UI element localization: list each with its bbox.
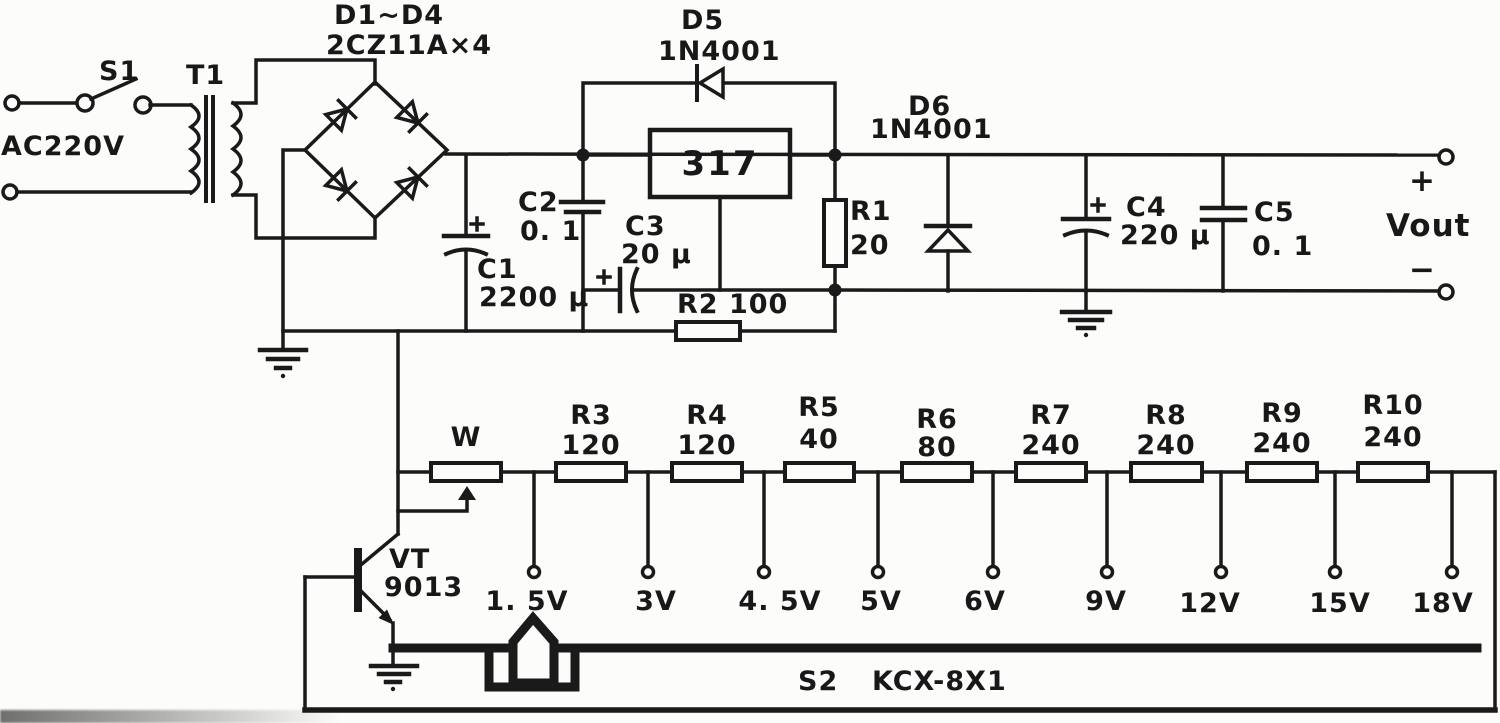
capacitor-c5-symbol — [1199, 153, 1248, 293]
r6-value-label: 80 — [917, 432, 957, 463]
ground-symbol-output — [1059, 289, 1113, 338]
voltage-tap-terminals — [526, 470, 1460, 580]
capacitor-c4-symbol — [1060, 153, 1112, 293]
switch-s2-name-label: S2 — [798, 666, 839, 697]
tap-label-18v: 18V — [1412, 588, 1474, 619]
r1-value-label: 20 — [850, 230, 890, 261]
d6-name-label: D6 — [908, 91, 952, 122]
r4-value-label: 120 — [677, 430, 737, 461]
vt-type-label: 9013 — [384, 572, 464, 603]
d5-type-label: 1N4001 — [658, 36, 781, 67]
diode-d5-symbol — [581, 64, 837, 157]
scan-artifact — [0, 710, 340, 723]
ground-symbol-emitter — [368, 650, 420, 692]
junction-dots — [576, 148, 842, 297]
ground-symbol-bridge — [257, 347, 309, 379]
r10-value-label: 240 — [1363, 422, 1423, 453]
c2-name-label: C2 — [518, 187, 559, 218]
capacitor-c1-symbol — [441, 153, 491, 333]
resistor-r2-symbol — [674, 320, 742, 342]
r5-name-label: R5 — [798, 392, 840, 423]
c4-name-label: C4 — [1126, 192, 1167, 223]
capacitor-c3-symbol — [581, 266, 837, 314]
regulator-317-symbol — [581, 127, 837, 292]
r5-value-label: 40 — [799, 424, 839, 455]
r1-name-label: R1 — [850, 196, 892, 227]
tap-label-3v: 3V — [635, 586, 677, 617]
regulator-317-label: 317 — [681, 143, 759, 184]
diode-d6-symbol — [923, 153, 973, 293]
potentiometer-wiper-symbol — [396, 486, 476, 513]
switch-s2-symbol — [388, 611, 1482, 692]
c4-value-label: 220 μ — [1120, 220, 1211, 251]
tap-label-1v5: 1. 5V — [485, 586, 569, 617]
r7-value-label: 240 — [1021, 430, 1081, 461]
r8-name-label: R8 — [1145, 400, 1187, 431]
transistor-vt-symbol — [303, 531, 401, 650]
ac-input-terminals — [1, 94, 193, 201]
c3-value-label: 20 μ — [621, 239, 692, 270]
r8-value-label: 240 — [1136, 430, 1196, 461]
resistor-r1-symbol — [822, 153, 848, 293]
divider-chain-wires — [396, 329, 1497, 712]
r3-value-label: 120 — [561, 430, 621, 461]
feedback-frame — [302, 575, 1498, 713]
bridge-name-label: D1~D4 — [334, 0, 445, 31]
potentiometer-label: W — [450, 422, 482, 453]
c1-name-label: C1 — [477, 254, 518, 285]
r4-name-label: R4 — [686, 400, 728, 431]
tap-label-12v: 12V — [1179, 588, 1241, 619]
tap-label-4v5: 4. 5V — [738, 586, 822, 617]
c3-name-label: C3 — [625, 211, 666, 242]
r9-name-label: R9 — [1261, 398, 1303, 429]
tap-label-5v: 5V — [860, 586, 902, 617]
r2-label: R2 100 — [677, 289, 789, 320]
r7-name-label: R7 — [1030, 400, 1072, 431]
d6-type-label: 1N4001 — [870, 114, 993, 145]
transformer-label: T1 — [186, 60, 226, 91]
output-vout-label: Vout — [1386, 208, 1471, 244]
r9-value-label: 240 — [1252, 428, 1312, 459]
capacitor-c2-symbol — [558, 153, 606, 333]
tap-label-9v: 9V — [1085, 586, 1127, 617]
switch-s1-symbol — [75, 76, 193, 115]
transformer-t1-symbol — [187, 58, 377, 240]
bridge-type-label: 2CZ11A×4 — [326, 30, 493, 61]
switch-s2-type-label: KCX-8X1 — [872, 666, 1007, 697]
c1-value-label: 2200 μ — [479, 282, 590, 313]
r6-name-label: R6 — [916, 404, 958, 435]
ac-input-label: AC220V — [1, 131, 125, 162]
tap-label-15v: 15V — [1309, 588, 1371, 619]
r10-name-label: R10 — [1362, 390, 1424, 421]
c5-value-label: 0. 1 — [1252, 231, 1314, 262]
r3-name-label: R3 — [570, 400, 612, 431]
tap-label-6v: 6V — [964, 586, 1006, 617]
bridge-rectifier-symbol — [281, 79, 450, 351]
vt-name-label: VT — [389, 544, 431, 575]
switch-s1-label: S1 — [99, 56, 140, 87]
c5-name-label: C5 — [1254, 197, 1295, 228]
c2-value-label: 0. 1 — [520, 216, 582, 247]
output-minus-label: − — [1409, 252, 1436, 288]
output-terminals — [1437, 148, 1455, 301]
d5-name-label: D5 — [681, 5, 725, 36]
output-plus-label: + — [1409, 163, 1436, 199]
